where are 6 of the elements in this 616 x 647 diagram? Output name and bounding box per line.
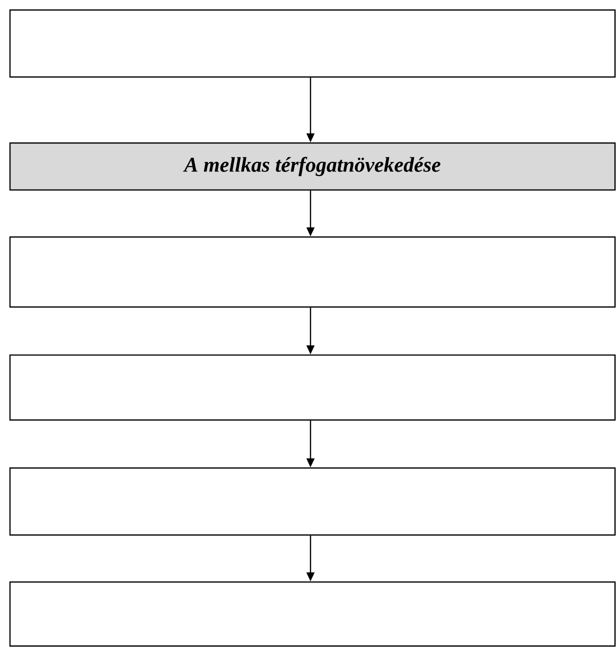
process-box (9, 581, 616, 647)
process-box (9, 354, 616, 421)
process-box (9, 236, 616, 308)
process-box (9, 467, 616, 536)
process-box: A mellkas térfogatnövekedése (9, 142, 616, 191)
process-box (9, 9, 616, 78)
